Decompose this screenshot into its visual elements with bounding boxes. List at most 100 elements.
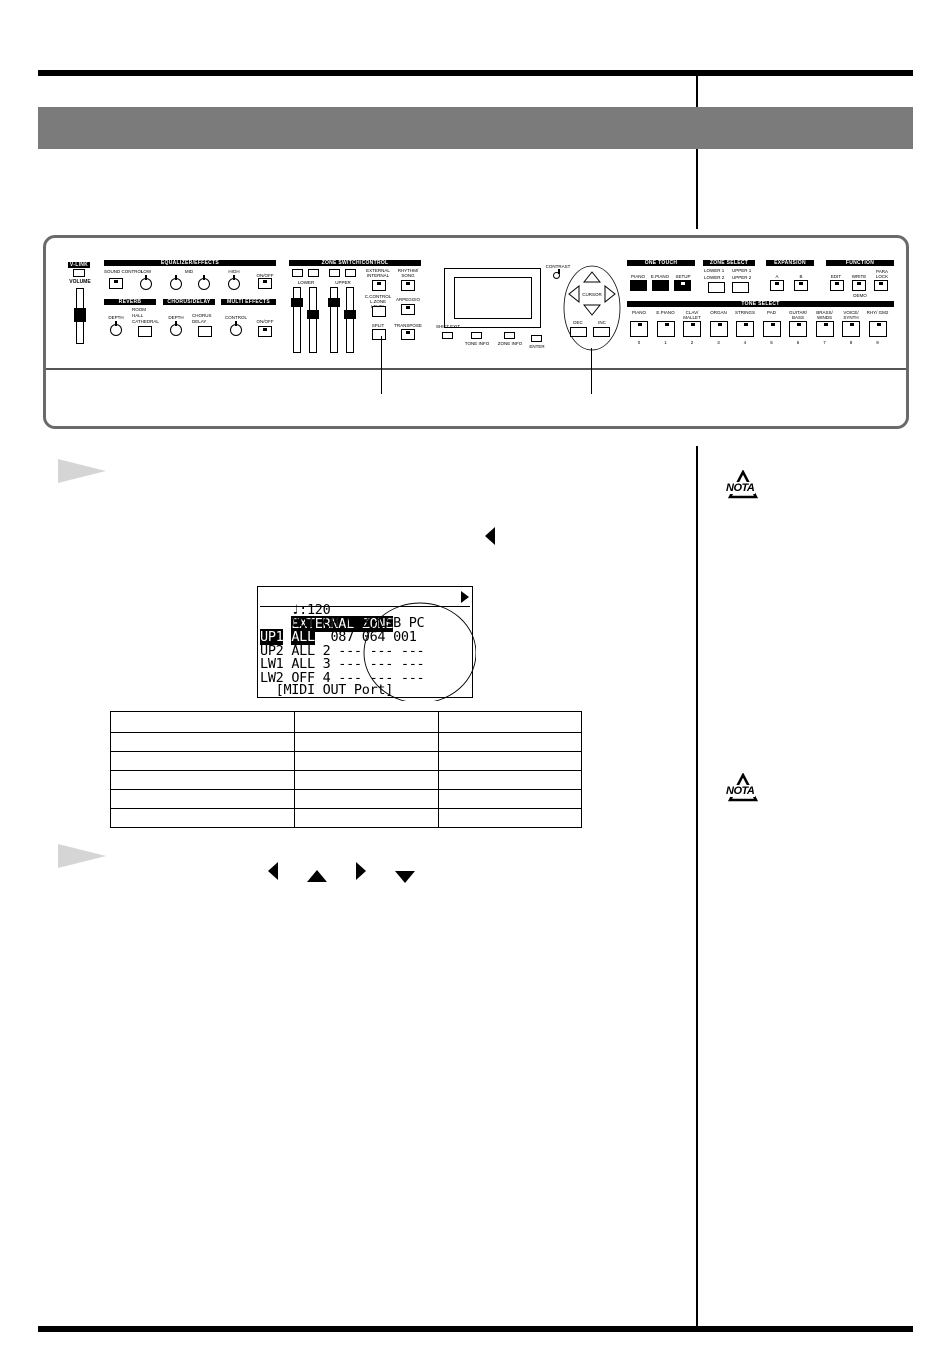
v-link-badge: V-LINK: [68, 262, 90, 268]
enter-button[interactable]: [531, 335, 542, 342]
dec-button[interactable]: [570, 327, 587, 337]
zone-switch-4[interactable]: [345, 269, 356, 277]
split-button[interactable]: [372, 329, 386, 340]
cursor-down-icon: [395, 871, 415, 883]
reverb-type-button[interactable]: [138, 326, 152, 337]
shift-exit-label: SHIFT EXIT: [436, 324, 461, 329]
led-icon: [263, 280, 267, 283]
led-icon: [406, 282, 410, 285]
tone-button[interactable]: [868, 321, 887, 337]
upper-group-label: UPPER: [335, 280, 351, 285]
tone-button[interactable]: [736, 321, 754, 337]
rhythm-song-button[interactable]: [401, 280, 415, 291]
led-icon: [835, 282, 839, 285]
one-touch-epiano-button[interactable]: [652, 280, 669, 291]
tone-button[interactable]: [630, 321, 648, 337]
shift-exit-button[interactable]: [442, 332, 453, 339]
zone-slider-1[interactable]: [291, 298, 303, 307]
volume-slider[interactable]: [74, 308, 86, 322]
led-icon: [857, 282, 861, 285]
write-button[interactable]: [852, 280, 866, 291]
tone-label: GUITAR/ BASS: [789, 310, 807, 320]
table-cell: [110, 770, 295, 790]
eq-high-knob[interactable]: [228, 275, 240, 290]
tone-button[interactable]: [842, 321, 860, 337]
panel-display-frame: [444, 268, 541, 328]
tone-info-button[interactable]: [471, 332, 482, 339]
eq-mid-gain-knob[interactable]: [170, 275, 182, 290]
tone-button[interactable]: [789, 321, 807, 337]
tone-number: 4: [743, 340, 747, 345]
tone-button[interactable]: [656, 321, 675, 337]
v-link-button[interactable]: [73, 269, 85, 277]
eq-mid-freq-knob[interactable]: [198, 275, 210, 290]
zone-slider-4[interactable]: [344, 310, 356, 319]
zone-switch-3[interactable]: [329, 269, 340, 277]
tone-button[interactable]: [683, 321, 701, 337]
eq-low-knob[interactable]: [140, 275, 152, 290]
nota-label-1: NOTA: [725, 482, 756, 494]
zone-switch-2[interactable]: [308, 269, 319, 277]
tone-button[interactable]: [762, 321, 781, 337]
column-divider-bottom: [696, 446, 698, 1326]
panel-display-screen: [454, 277, 532, 319]
tone-button[interactable]: [709, 321, 728, 337]
multi-on-off-label: ON/OFF: [256, 319, 274, 324]
table-row: [110, 732, 582, 752]
lcd-zone-row: LW1 ALL 3 --- --- ---: [260, 656, 425, 672]
zone-slider-3[interactable]: [328, 298, 340, 307]
expansion-header: EXPANSION: [766, 260, 814, 266]
inc-button[interactable]: [593, 327, 610, 337]
one-touch-piano-button[interactable]: [630, 280, 647, 291]
lcd-out-value: ALL: [291, 629, 315, 645]
edit-label: EDIT: [830, 274, 842, 279]
zone-select-left-button[interactable]: [708, 282, 725, 293]
cursor-left-icon[interactable]: [568, 285, 580, 303]
c-control-button[interactable]: [372, 306, 386, 317]
eq-on-off-button[interactable]: [258, 278, 272, 289]
transpose-button[interactable]: [401, 329, 415, 340]
callout-line-1: [381, 336, 382, 394]
cursor-up-icon[interactable]: [583, 271, 601, 283]
lcd-row-values: 087 064 001: [314, 629, 417, 645]
cursor-right-icon[interactable]: [604, 285, 616, 303]
led-icon: [775, 282, 779, 285]
zone-slider-track-3: [330, 287, 338, 353]
tone-label: ORGAN: [710, 310, 727, 315]
eq-low-label: LOW: [140, 269, 152, 274]
contrast-knob[interactable]: [553, 269, 560, 279]
edit-button[interactable]: [830, 280, 844, 291]
chorus-label: CHORUS: [192, 313, 212, 318]
reverb-depth-knob[interactable]: [110, 321, 122, 336]
multi-on-off-button[interactable]: [258, 326, 272, 337]
tone-button[interactable]: [815, 321, 834, 337]
lcd-highlight-circle: [363, 602, 476, 701]
one-touch-setup-button[interactable]: [674, 280, 691, 291]
nota-label-2: NOTA: [725, 785, 756, 797]
keyboard-panel: V-LINK VOLUME EQUALIZER/EFFECTS SOUND CO…: [43, 235, 909, 429]
chorus-type-button[interactable]: [198, 326, 212, 337]
led-icon: [799, 282, 803, 285]
expansion-b-button[interactable]: [794, 280, 808, 291]
zone-select-right-button[interactable]: [732, 282, 749, 293]
led-icon: [664, 323, 669, 326]
zone-info-button[interactable]: [504, 332, 515, 339]
multi-control-knob[interactable]: [230, 321, 242, 336]
external-internal-button[interactable]: [372, 280, 386, 291]
expansion-a-button[interactable]: [770, 280, 784, 291]
chorus-depth-knob[interactable]: [170, 321, 182, 336]
sound-control-button[interactable]: [109, 278, 123, 289]
para-lock-button[interactable]: [874, 280, 888, 291]
lcd-zone-name: LW1: [260, 656, 284, 672]
table-cell: [438, 789, 582, 809]
zone-slider-2[interactable]: [307, 310, 319, 319]
cursor-down-icon[interactable]: [583, 304, 601, 316]
arpeggio-button[interactable]: [401, 304, 415, 315]
cursor-up-icon: [307, 870, 327, 882]
cursor-left-icon: [268, 862, 278, 880]
led-icon: [406, 331, 410, 334]
external-internal-label: EXTERNAL INTERNAL: [366, 268, 390, 278]
lcd-zone-row: UP1 ALL 087 064 001: [260, 629, 417, 645]
zone-slider-track-4: [346, 287, 354, 353]
zone-switch-1[interactable]: [292, 269, 303, 277]
